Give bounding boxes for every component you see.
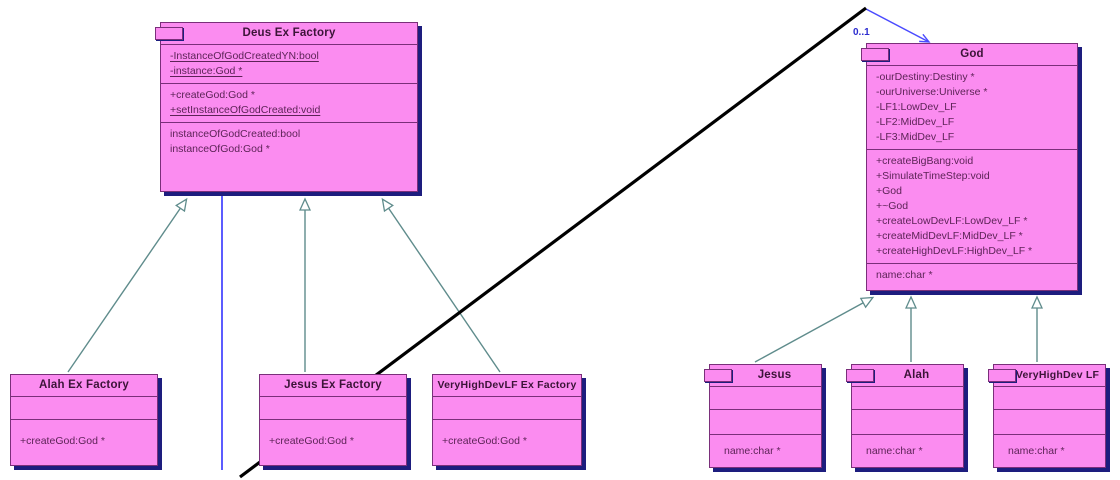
class-member: name:char * — [876, 269, 933, 281]
association-to-god-arrow — [865, 8, 931, 43]
class-member: name:char * — [866, 445, 923, 457]
class-member: -InstanceOfGodCreatedYN:bool — [170, 50, 319, 62]
class-box-alah-ex-factory[interactable]: Alah Ex Factory +createGod:God * — [10, 374, 158, 466]
class-tab-icon — [155, 27, 183, 40]
class-compartment-attributes — [852, 387, 963, 410]
class-member: -LF3:MidDev_LF — [876, 131, 955, 143]
class-title: Alah — [852, 365, 963, 387]
class-compartment-properties: instanceOfGodCreated:bool instanceOfGod:… — [161, 123, 417, 161]
class-compartment-attributes — [433, 397, 581, 420]
generalization-veryhighdevlfexfactory-to-deusexfactory — [381, 197, 501, 373]
class-compartment-properties: name:char * — [852, 435, 963, 463]
class-compartment-operations: +createBigBang:void +SimulateTimeStep:vo… — [867, 150, 1077, 264]
class-member: +createBigBang:void — [876, 155, 974, 167]
class-member: instanceOfGod:God * — [170, 143, 270, 155]
class-box-deus-ex-factory[interactable]: Deus Ex Factory -InstanceOfGodCreatedYN:… — [155, 22, 418, 192]
class-tab-icon — [846, 369, 874, 382]
class-compartment-attributes — [260, 397, 406, 420]
class-member: name:char * — [724, 445, 781, 457]
class-title: Alah Ex Factory — [11, 375, 157, 397]
class-compartment-operations: +createGod:God * — [260, 420, 406, 453]
class-member: +createGod:God * — [269, 435, 354, 447]
class-member: -LF1:LowDev_LF — [876, 101, 957, 113]
class-title: VeryHighDev LF — [994, 365, 1105, 387]
class-member: +createGod:God * — [170, 89, 255, 101]
class-member: +createHighDevLF:HighDev_LF * — [876, 245, 1033, 257]
class-member: +createGod:God * — [442, 435, 527, 447]
class-compartment-properties: name:char * — [710, 435, 821, 463]
class-compartment-attributes — [11, 397, 157, 420]
class-member: +createMidDevLF:MidDev_LF * — [876, 230, 1023, 242]
class-member: +createGod:God * — [20, 435, 105, 447]
generalization-jesus-to-god — [754, 296, 875, 363]
class-box-veryhighdevlf-ex-factory[interactable]: VeryHighDevLF Ex Factory +createGod:God … — [432, 374, 582, 466]
class-compartment-properties: name:char * — [867, 264, 1077, 287]
class-member: +~God — [876, 200, 909, 212]
class-title: Deus Ex Factory — [161, 23, 417, 45]
class-tab-icon — [704, 369, 732, 382]
class-tab-icon — [988, 369, 1016, 382]
class-compartment-operations — [994, 410, 1105, 435]
class-compartment-operations — [852, 410, 963, 435]
class-box-god[interactable]: God -ourDestiny:Destiny * -ourUniverse:U… — [861, 43, 1078, 291]
class-compartment-attributes: -ourDestiny:Destiny * -ourUniverse:Unive… — [867, 66, 1077, 150]
class-member: +setInstanceOfGodCreated:void — [170, 104, 321, 116]
class-compartment-attributes: -InstanceOfGodCreatedYN:bool -instance:G… — [161, 45, 417, 84]
class-box-alah[interactable]: Alah name:char * — [846, 364, 964, 468]
class-member: +SimulateTimeStep:void — [876, 170, 990, 182]
class-box-jesus[interactable]: Jesus name:char * — [704, 364, 822, 468]
class-title: God — [867, 44, 1077, 66]
class-compartment-properties: name:char * — [994, 435, 1105, 463]
class-box-veryhighdev-lf[interactable]: VeryHighDev LF name:char * — [988, 364, 1106, 468]
class-title: VeryHighDevLF Ex Factory — [433, 375, 581, 397]
class-title: Jesus Ex Factory — [260, 375, 406, 397]
class-compartment-operations: +createGod:God * — [11, 420, 157, 453]
multiplicity-label-0-1: 0..1 — [853, 27, 870, 38]
class-member: -LF2:MidDev_LF — [876, 116, 955, 128]
class-member: -instance:God * — [170, 65, 243, 77]
generalization-alahexfactory-to-deusexfactory — [67, 197, 188, 373]
class-compartment-operations — [710, 410, 821, 435]
class-compartment-operations: +createGod:God * +setInstanceOfGodCreate… — [161, 84, 417, 123]
class-box-jesus-ex-factory[interactable]: Jesus Ex Factory +createGod:God * — [259, 374, 407, 466]
class-member: +God — [876, 185, 902, 197]
class-member: -ourDestiny:Destiny * — [876, 71, 975, 83]
class-compartment-attributes — [710, 387, 821, 410]
class-member: instanceOfGodCreated:bool — [170, 128, 301, 140]
class-compartment-operations: +createGod:God * — [433, 420, 581, 453]
class-member: -ourUniverse:Universe * — [876, 86, 988, 98]
class-member: name:char * — [1008, 445, 1065, 457]
class-compartment-attributes — [994, 387, 1105, 410]
class-tab-icon — [861, 48, 889, 61]
class-member: +createLowDevLF:LowDev_LF * — [876, 215, 1028, 227]
